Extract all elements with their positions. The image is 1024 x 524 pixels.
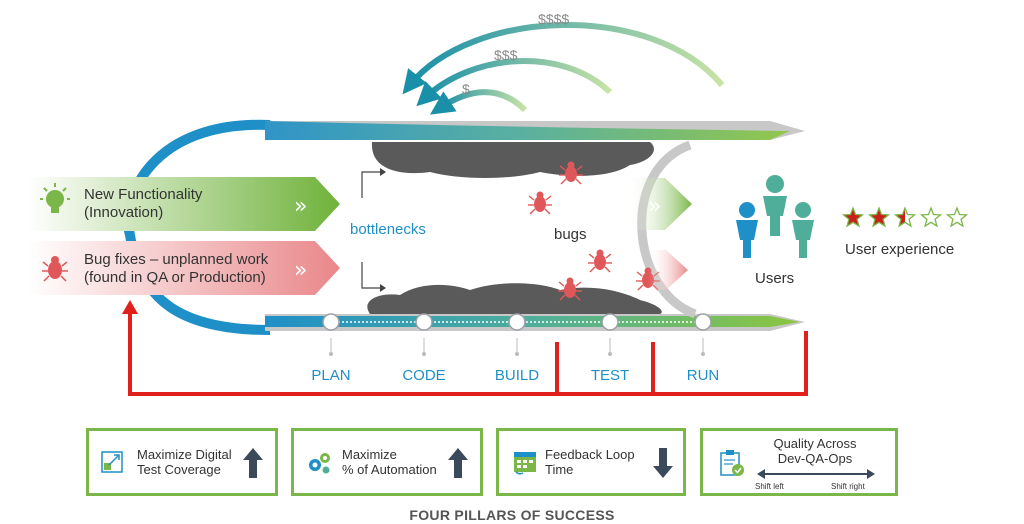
pillar-3-line2: Time xyxy=(545,462,574,477)
star-icon xyxy=(867,206,891,228)
double-arrow-icon xyxy=(757,469,875,479)
feedback-loop-main xyxy=(128,312,808,396)
stages-group: PLAN CODE BUILD TEST RUN xyxy=(311,313,720,384)
pillar-2-line1: Maximize xyxy=(342,447,397,462)
up-arrow-icon xyxy=(448,448,468,478)
pillar-4-line1: Quality Across xyxy=(773,436,857,451)
bug-icon xyxy=(558,277,582,301)
cost-curve-small xyxy=(430,89,528,115)
stage-label: PLAN xyxy=(311,367,350,384)
coverage-icon xyxy=(101,451,123,473)
stage-plan: PLAN xyxy=(311,313,351,384)
stage-label: BUILD xyxy=(495,367,539,384)
new-functionality-line1: New Functionality xyxy=(84,186,203,203)
stage-label: RUN xyxy=(687,367,720,384)
pillar-4-line2: Dev-QA-Ops xyxy=(777,451,853,466)
shift-right-label: Shift right xyxy=(831,482,865,491)
users-label: Users xyxy=(755,270,794,287)
pipe-bottom-color xyxy=(265,316,800,327)
new-functionality-arrow xyxy=(28,177,340,231)
bug-icon xyxy=(559,161,583,185)
chevrons-green: » xyxy=(294,194,307,219)
bug-icon xyxy=(42,256,68,282)
stage-node xyxy=(415,313,433,331)
stage-node xyxy=(694,313,712,331)
cost-label-large: $$$$ xyxy=(538,11,569,27)
users-icon xyxy=(736,175,814,258)
bugs-label: bugs xyxy=(554,226,587,243)
star-icon xyxy=(893,206,917,228)
stage-node xyxy=(508,313,526,331)
shift-left-label: Shift left xyxy=(755,482,784,491)
output-green-arrow xyxy=(628,178,692,230)
stage-run: RUN xyxy=(687,313,720,384)
rating-stars xyxy=(841,206,969,228)
pillar-3-line1: Feedback Loop xyxy=(545,447,635,462)
user-experience-label: User experience xyxy=(845,241,954,258)
star-icon xyxy=(945,206,969,228)
chevrons-output-green: » xyxy=(648,194,661,219)
cost-label-small: $ xyxy=(462,81,470,97)
bottleneck-bottom xyxy=(367,283,662,314)
bug-icon xyxy=(528,191,552,215)
up-arrow-icon xyxy=(243,448,263,478)
pillar-2-line2: % of Automation xyxy=(342,462,437,477)
stage-test: TEST xyxy=(591,313,629,384)
bottlenecks-label: bottlenecks xyxy=(350,221,426,238)
cost-label-medium: $$$ xyxy=(494,47,518,63)
stage-label: TEST xyxy=(591,367,629,384)
clipboard-check-icon xyxy=(720,450,744,476)
star-icon xyxy=(841,206,865,228)
star-icon xyxy=(919,206,943,228)
bottleneck-top xyxy=(371,142,654,178)
pipe-top-color xyxy=(265,121,790,140)
output-red-arrow xyxy=(648,250,688,290)
cost-curve-medium xyxy=(416,58,613,107)
bug-fixes-line2: (found in QA or Production) xyxy=(84,269,266,286)
new-functionality-line2: (Innovation) xyxy=(84,204,163,221)
footer-title: FOUR PILLARS OF SUCCESS xyxy=(409,507,615,523)
bug-fixes-line1: Bug fixes – unplanned work xyxy=(84,251,269,268)
gears-icon xyxy=(309,453,330,474)
stage-node xyxy=(322,313,340,331)
bottleneck-pointer-bottom xyxy=(361,262,382,289)
stage-build: BUILD xyxy=(495,313,539,384)
pillar-1-line1: Maximize Digital xyxy=(137,447,232,462)
bottleneck-pointer-top xyxy=(361,171,382,198)
pillar-1-line2: Test Coverage xyxy=(137,462,221,477)
stage-node xyxy=(601,313,619,331)
calendar-icon xyxy=(514,452,536,475)
lightbulb-icon xyxy=(40,183,70,213)
bug-icon xyxy=(588,249,612,273)
pillar-automation: Maximize % of Automation xyxy=(291,428,483,496)
cost-curve-large xyxy=(402,22,725,95)
stage-code: CODE xyxy=(402,313,446,384)
pillar-test-coverage: Maximize Digital Test Coverage xyxy=(86,428,278,496)
pillar-quality-across: Quality Across Dev-QA-Ops Shift left Shi… xyxy=(700,428,898,496)
stage-label: CODE xyxy=(402,367,445,384)
pillar-feedback-loop: Feedback Loop Time xyxy=(496,428,686,496)
down-arrow-icon xyxy=(653,448,673,478)
chevrons-red: » xyxy=(294,258,307,283)
bug-fixes-arrow xyxy=(28,241,340,295)
pipe-left-arc xyxy=(123,119,271,335)
